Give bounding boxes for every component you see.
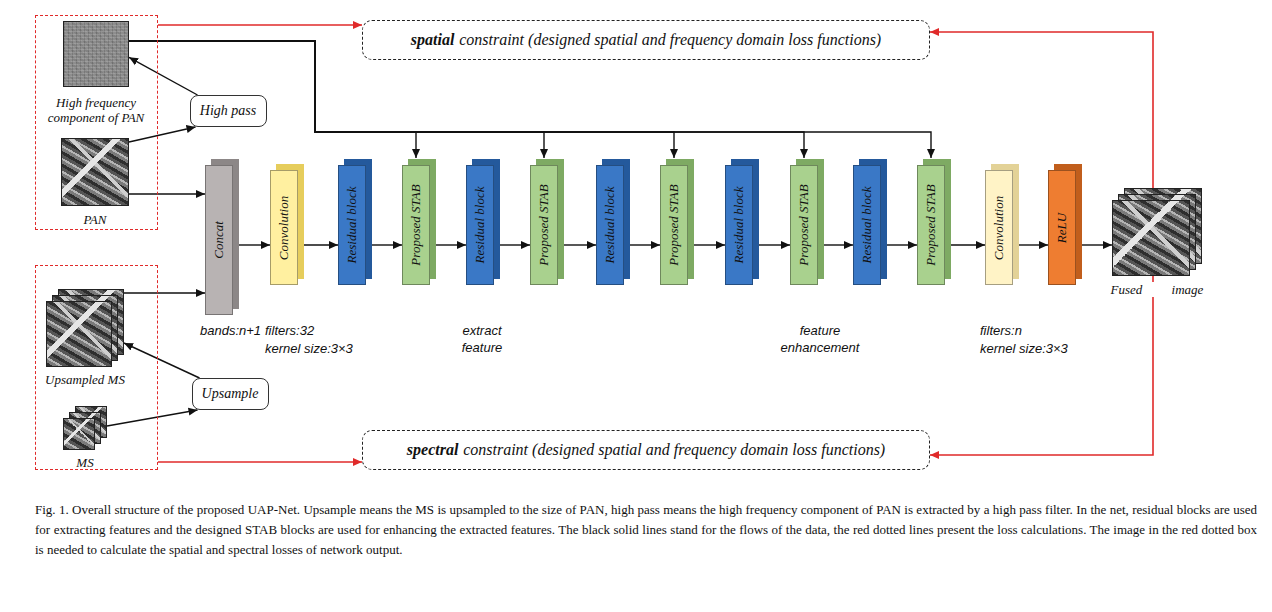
stab-block: Proposed STAB <box>530 165 558 285</box>
image-tile: High frequency component of PAN <box>63 21 129 87</box>
residual-block: Residual block <box>338 165 366 285</box>
stab-block: Proposed STAB <box>660 165 688 285</box>
annotation: kernel size:3×3 <box>265 340 353 357</box>
loss-arrow <box>158 461 362 463</box>
flow-arrow <box>304 244 338 245</box>
node-label: constraint (designed spatial and frequen… <box>463 441 885 459</box>
node-label: Residual block <box>344 187 360 264</box>
flow-arrow <box>124 343 200 378</box>
image-layer <box>61 138 129 206</box>
node-label: constraint (designed spatial and frequen… <box>459 31 881 49</box>
flow-arrow <box>107 410 198 426</box>
node-label: ReLU <box>1054 212 1070 242</box>
image-tile: PAN <box>61 138 129 206</box>
residual-block: Residual block <box>466 165 494 285</box>
flow-arrow <box>824 244 853 245</box>
node-label: Proposed STAB <box>796 184 812 265</box>
flow-arrow <box>1019 244 1048 245</box>
annotation: extract feature <box>450 322 514 356</box>
image-stack: Fused image <box>1112 188 1202 276</box>
flow-arrow <box>759 244 790 245</box>
figure-caption: Fig. 1. Overall structure of the propose… <box>35 500 1257 560</box>
image-caption: PAN <box>84 212 107 227</box>
node-label: Concat <box>211 221 227 259</box>
loss-arrow <box>930 32 1153 188</box>
residual-block: Residual block <box>853 165 881 285</box>
image-layer <box>63 418 95 450</box>
node-label: Residual block <box>602 187 618 264</box>
flow-arrow <box>630 244 660 245</box>
image-caption: Fused image <box>1109 282 1206 297</box>
annotation: kernel size:3×3 <box>980 340 1068 357</box>
loss-box: spectralconstraint (designed spatial and… <box>362 430 930 470</box>
node-label: Upsample <box>202 386 259 402</box>
node-label: Residual block <box>859 187 875 264</box>
image-layer <box>63 21 129 87</box>
loss-box: spatialconstraint (designed spatial and … <box>362 20 930 60</box>
flow-arrow <box>436 244 466 245</box>
input-group: High frequency component of PAN PAN <box>35 15 158 230</box>
flow-arrow <box>564 244 596 245</box>
flow-arrow <box>129 193 205 194</box>
node-label: Proposed STAB <box>666 184 682 265</box>
stab-block: Proposed STAB <box>917 165 945 285</box>
flow-arrow <box>372 244 402 245</box>
flow-arrow <box>887 244 917 245</box>
node-label: spatial <box>411 31 455 49</box>
image-caption: High frequency component of PAN <box>37 95 155 125</box>
concat-block: Concat <box>205 165 233 315</box>
loss-arrow <box>930 276 1153 455</box>
image-caption: Upsampled MS <box>45 372 125 387</box>
flow-arrow <box>951 244 985 245</box>
node-label: Convolution <box>991 195 1007 259</box>
annotation: filters:32 <box>265 322 314 339</box>
input-group: Upsampled MS MS <box>35 265 158 470</box>
image-stack: Upsampled MS <box>46 289 124 367</box>
residual-block: Residual block <box>596 165 624 285</box>
flow-arrow <box>1082 244 1112 245</box>
flow-arrow <box>239 244 270 245</box>
flow-arrow <box>124 292 205 293</box>
image-stack: MS <box>63 406 107 450</box>
flow-arrow <box>129 57 198 95</box>
node-label: Residual block <box>472 187 488 264</box>
loss-arrow <box>158 24 362 26</box>
annotation: bands:n+1 <box>200 322 261 339</box>
node-label: Convolution <box>276 195 292 259</box>
relu-block: ReLU <box>1048 170 1076 285</box>
annotation: filters:n <box>980 322 1022 339</box>
process-box: High pass <box>190 95 267 127</box>
flow-arrow <box>694 244 725 245</box>
node-label: Proposed STAB <box>536 184 552 265</box>
conv-block: Convolution <box>985 170 1013 285</box>
image-caption: MS <box>76 455 93 470</box>
conv-block: Convolution <box>270 170 298 285</box>
annotation: feature enhancement <box>770 322 870 356</box>
node-label: Residual block <box>731 187 747 264</box>
image-layer <box>1112 200 1190 276</box>
flow-arrow <box>500 244 530 245</box>
residual-block: Residual block <box>725 165 753 285</box>
image-layer <box>46 301 112 367</box>
stab-block: Proposed STAB <box>402 165 430 285</box>
node-label: Proposed STAB <box>923 184 939 265</box>
node-label: Proposed STAB <box>408 184 424 265</box>
process-box: Upsample <box>192 378 269 410</box>
node-label: High pass <box>200 103 256 119</box>
node-label: spectral <box>407 441 459 459</box>
flow-arrow <box>129 127 196 142</box>
stab-block: Proposed STAB <box>790 165 818 285</box>
